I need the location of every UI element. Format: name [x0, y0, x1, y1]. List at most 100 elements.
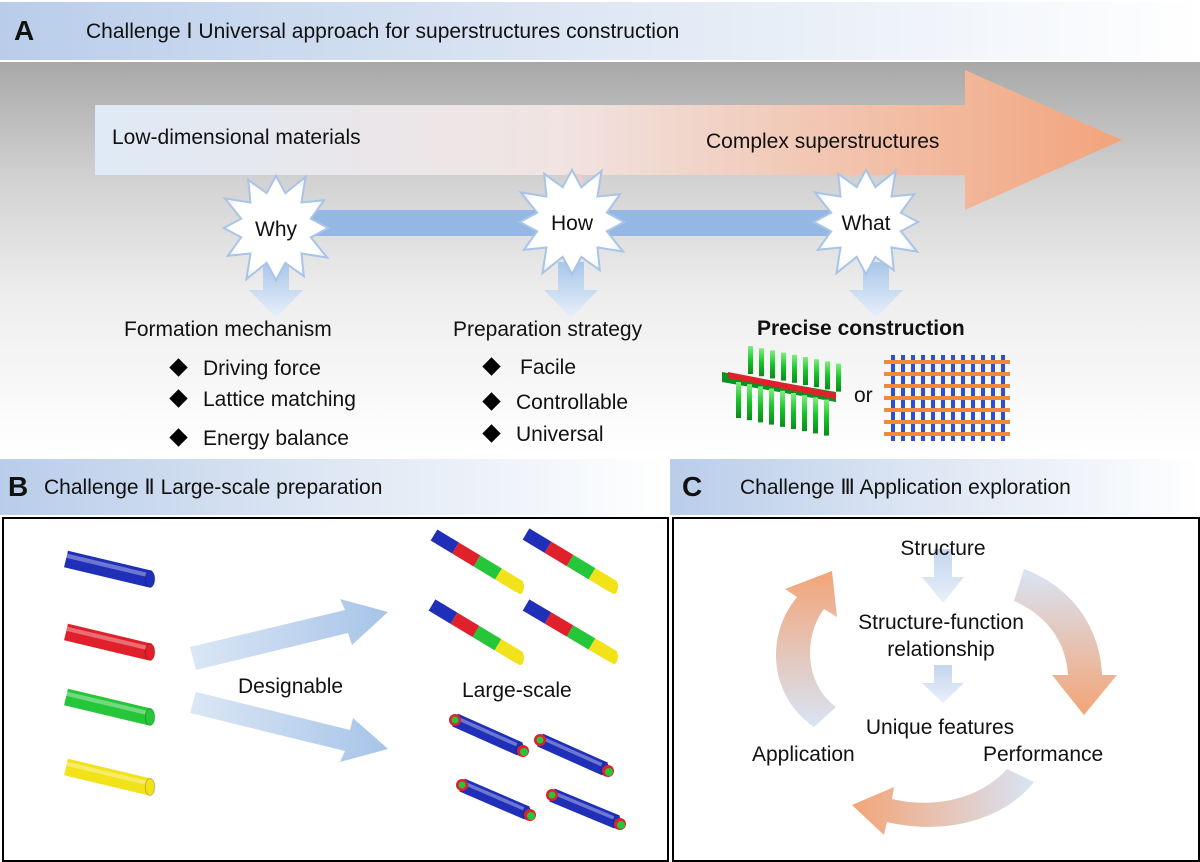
grid-superstructure-icon	[884, 355, 1010, 441]
rod-segment	[544, 612, 574, 637]
source-rod-end	[144, 570, 156, 588]
coax-tip-green	[605, 768, 613, 776]
coax-core-green	[451, 716, 459, 724]
burst-how-label: How	[550, 212, 594, 235]
col1-item-2: Lattice matching	[169, 388, 356, 412]
designable-label: Designable	[238, 675, 344, 698]
rod-segment-end	[516, 580, 524, 594]
bullet-diamond-icon	[482, 392, 501, 411]
panel-a-graphics	[95, 70, 1122, 441]
rod-segment	[566, 625, 596, 650]
panel-c-letter: C	[682, 471, 703, 502]
rod-segment	[428, 599, 458, 624]
coax-core-green	[536, 736, 544, 744]
burst-what-label: What	[841, 212, 891, 235]
cycle-arrow-right	[1014, 569, 1117, 715]
relationship-label-line1: Structure-function	[858, 611, 1024, 634]
rod-segment	[522, 528, 552, 553]
coax-tip-green	[617, 821, 625, 829]
rod-segment	[430, 529, 459, 554]
coax-rod-highlight	[454, 715, 521, 748]
col2-item-1: Facile	[482, 356, 576, 380]
comb-tooth-lower	[758, 386, 763, 423]
panel-a-letter: A	[14, 15, 35, 46]
burst-how	[517, 167, 627, 277]
panel-c-header: C Challenge Ⅲ Application exploration	[670, 459, 1200, 515]
rod-segment	[544, 541, 574, 567]
arrow-end-label: Complex superstructures	[706, 130, 940, 153]
coax-core-green	[548, 791, 556, 799]
source-rod-end	[144, 643, 156, 661]
comb-superstructure-icon	[722, 346, 841, 436]
comb-tooth-upper	[792, 354, 797, 383]
comb-tooth-upper	[759, 348, 764, 377]
coax-rod	[452, 713, 523, 756]
grid-horizontal-bar	[884, 420, 1010, 424]
or-connector: or	[854, 384, 873, 407]
comb-tooth-upper	[814, 359, 819, 388]
burst-why	[221, 173, 331, 283]
arrow-start-label: Low-dimensional materials	[112, 126, 361, 149]
col1-item-3: Energy balance	[169, 427, 349, 451]
panel-b-graphics	[64, 528, 626, 830]
comb-tooth-lower	[824, 399, 829, 436]
comb-tooth-upper	[770, 350, 775, 379]
formation-mechanism-heading: Formation mechanism	[124, 318, 332, 341]
panel-c-graphics	[775, 549, 1117, 835]
rod-segment	[452, 542, 481, 567]
panel-b-header: B Challenge Ⅱ Large-scale preparation	[0, 459, 667, 515]
burst-why-label: Why	[255, 218, 297, 241]
relationship-label-line2: relationship	[887, 638, 995, 661]
rod-segment	[566, 554, 596, 580]
rod-segment	[473, 555, 502, 580]
source-rod	[64, 623, 152, 661]
panel-c-title: Challenge Ⅲ Application exploration	[740, 475, 1071, 499]
bullet-diamond-icon	[169, 358, 188, 377]
coax-tip-green	[527, 812, 535, 820]
grid-horizontal-bar	[884, 408, 1010, 412]
down-arrow-how	[544, 262, 598, 318]
source-rod-highlight	[65, 761, 151, 786]
comb-tooth-lower	[780, 390, 785, 427]
source-rod-highlight	[65, 553, 151, 578]
designable-arrow-lower	[190, 692, 388, 762]
grid-horizontal-bar	[884, 360, 1010, 364]
coaxial-nanorods	[449, 713, 626, 830]
comb-tooth-upper	[803, 357, 808, 385]
comb-tooth-upper	[836, 363, 841, 392]
unique-features-label: Unique features	[865, 716, 1015, 739]
rod-segment	[450, 612, 480, 638]
source-rod-highlight	[65, 626, 151, 651]
comb-tooth-lower	[769, 388, 774, 425]
down-arrow-what	[849, 262, 903, 318]
source-rod-end	[144, 778, 156, 796]
col1-item-1: Driving force	[169, 357, 321, 381]
source-rod	[64, 758, 152, 796]
cycle-arrow-bottom	[852, 769, 1034, 835]
source-rod-end	[144, 708, 156, 726]
col2-item-2: Controllable	[482, 391, 628, 415]
coax-tip-green	[520, 748, 528, 756]
bullet-diamond-icon	[482, 357, 501, 376]
coax-rod-highlight	[539, 735, 606, 768]
comb-tooth-upper	[781, 352, 786, 381]
grid-horizontal-bar	[884, 432, 1010, 436]
panel-b-title: Challenge Ⅱ Large-scale preparation	[44, 475, 383, 499]
rod-segment	[472, 625, 502, 651]
structure-label: Structure	[900, 537, 986, 560]
comb-tooth-upper	[825, 361, 830, 390]
bullet-diamond-icon	[169, 428, 188, 447]
coax-rod	[537, 733, 608, 776]
rod-segment-end	[610, 580, 618, 594]
performance-label: Performance	[983, 743, 1104, 766]
panel-b-letter: B	[8, 471, 29, 502]
coax-rod-highlight	[461, 780, 528, 812]
comb-tooth-lower	[791, 393, 796, 429]
bullet-diamond-icon	[482, 424, 501, 443]
burst-what	[811, 167, 921, 277]
designable-arrow-upper	[190, 599, 388, 670]
rod-segment	[522, 599, 552, 624]
precise-construction-heading: Precise construction	[757, 317, 965, 340]
down-arrow-relationship	[922, 665, 964, 703]
coax-rod	[459, 778, 530, 820]
